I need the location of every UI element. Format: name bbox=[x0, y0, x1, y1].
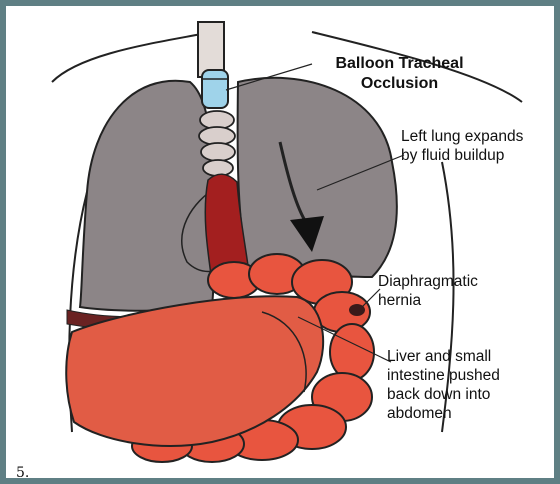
figure-caption: 5. bbox=[16, 465, 29, 481]
balloon-occlusion bbox=[202, 70, 228, 108]
label-diaphragmatic-hernia: Diaphragmatic hernia bbox=[378, 272, 538, 310]
left-lung bbox=[238, 78, 397, 277]
trachea bbox=[198, 22, 224, 77]
right-lung bbox=[80, 81, 214, 311]
label-liver-intestine: Liver and small intestine pushed back do… bbox=[387, 347, 560, 423]
bronchus-ring bbox=[201, 143, 235, 161]
bronchus-ring bbox=[203, 160, 233, 176]
label-left-lung: Left lung expands by fluid buildup bbox=[401, 127, 560, 165]
label-balloon-occlusion: Balloon Tracheal Occlusion bbox=[312, 54, 487, 94]
